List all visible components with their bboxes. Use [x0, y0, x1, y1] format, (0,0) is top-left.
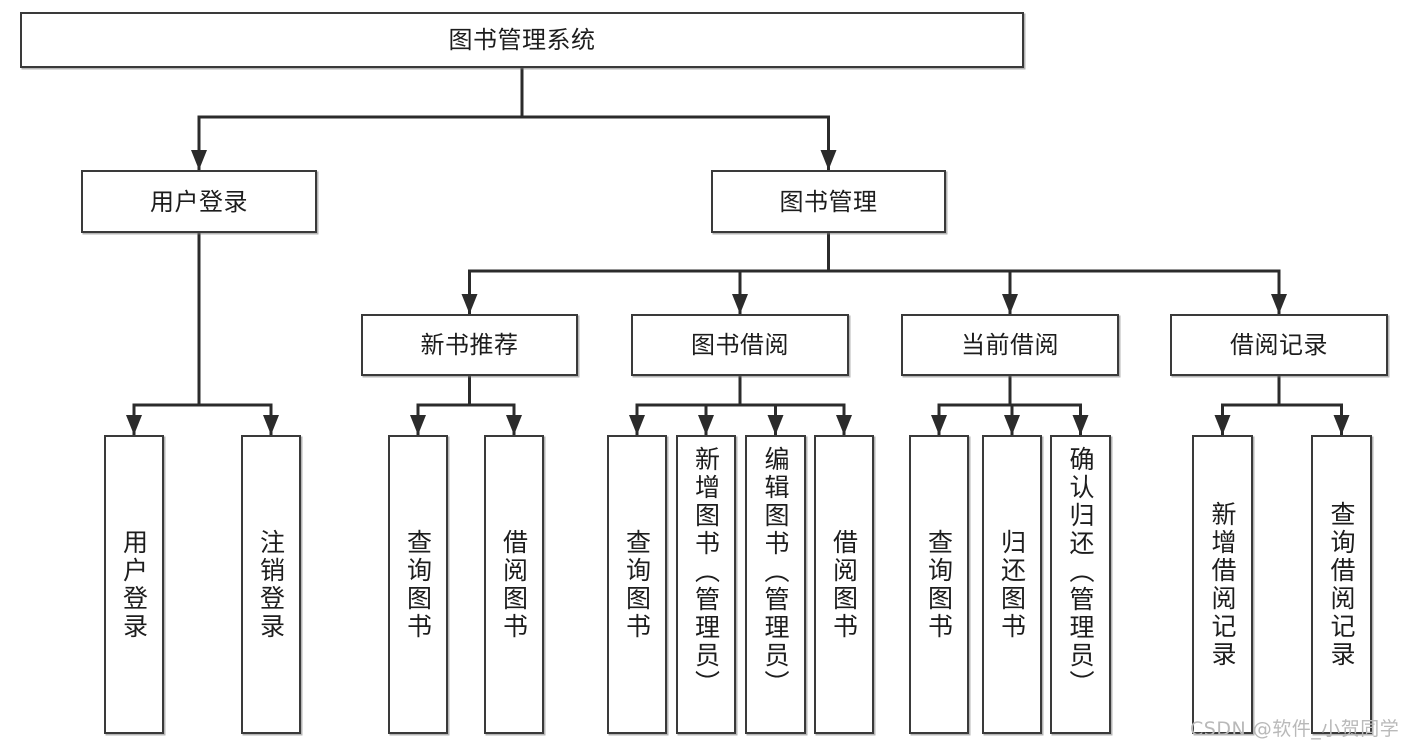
- arrowhead-leaf-return-book: [1004, 415, 1020, 435]
- node-label: 注销登录: [256, 528, 286, 641]
- node-leaf-edit-book[interactable]: 编辑图书（管理员）: [745, 435, 806, 734]
- arrowhead-borrow-record: [1271, 294, 1287, 314]
- node-leaf-query-book-2[interactable]: 查询图书: [607, 435, 667, 734]
- node-label: 编辑图书（管理员）: [761, 446, 790, 698]
- arrowhead-leaf-logout: [263, 415, 279, 435]
- arrowhead-current-borrow: [1002, 294, 1018, 314]
- node-label: 确认归还（管理员）: [1066, 446, 1095, 698]
- arrowhead-leaf-edit-book: [767, 415, 784, 435]
- node-leaf-query-book-1[interactable]: 查询图书: [388, 435, 448, 734]
- node-leaf-add-record[interactable]: 新增借阅记录: [1192, 435, 1253, 734]
- node-label: 查询图书: [622, 528, 652, 641]
- arrowhead-leaf-add-book: [698, 415, 714, 435]
- arrowhead-leaf-query-book-2: [629, 415, 645, 435]
- arrowhead-new-book-rec: [461, 294, 478, 314]
- watermark-text: CSDN @软件_小贺同学: [1190, 718, 1400, 740]
- node-book-borrow[interactable]: 图书借阅: [631, 314, 849, 376]
- arrowhead-leaf-borrow-book-1: [506, 415, 522, 435]
- node-label: 当前借阅: [961, 331, 1059, 359]
- arrowhead-leaf-borrow-book-2: [836, 415, 852, 435]
- node-label: 图书管理: [779, 187, 878, 216]
- node-user-login[interactable]: 用户登录: [81, 170, 317, 233]
- node-label: 图书管理系统: [448, 26, 596, 54]
- arrowhead-book-borrow: [732, 294, 748, 314]
- arrowhead-leaf-user-login: [126, 415, 142, 435]
- node-label: 查询借阅记录: [1327, 500, 1356, 669]
- node-current-borrow[interactable]: 当前借阅: [901, 314, 1119, 376]
- node-leaf-return-book[interactable]: 归还图书: [982, 435, 1042, 734]
- node-leaf-query-record[interactable]: 查询借阅记录: [1311, 435, 1372, 734]
- arrowhead-book-manage: [820, 150, 837, 170]
- node-leaf-add-book[interactable]: 新增图书（管理员）: [676, 435, 736, 734]
- node-label: 新增借阅记录: [1208, 500, 1237, 669]
- node-leaf-query-book-3[interactable]: 查询图书: [909, 435, 969, 734]
- arrowhead-leaf-add-record: [1214, 415, 1231, 435]
- arrowhead-leaf-confirm-return: [1072, 415, 1089, 435]
- arrowhead-leaf-query-book-1: [410, 415, 426, 435]
- node-leaf-borrow-book-2[interactable]: 借阅图书: [814, 435, 874, 734]
- node-label: 新增图书（管理员）: [691, 446, 721, 698]
- node-label: 图书借阅: [691, 331, 789, 359]
- node-label: 借阅图书: [829, 528, 859, 641]
- node-label: 查询图书: [924, 528, 954, 641]
- node-label: 查询图书: [403, 528, 433, 641]
- node-leaf-confirm-return[interactable]: 确认归还（管理员）: [1050, 435, 1111, 734]
- node-leaf-borrow-book-1[interactable]: 借阅图书: [484, 435, 544, 734]
- arrowhead-user-login: [191, 150, 207, 170]
- node-label: 用户登录: [150, 187, 248, 216]
- node-root[interactable]: 图书管理系统: [20, 12, 1024, 68]
- node-label: 借阅图书: [499, 528, 529, 641]
- node-borrow-record[interactable]: 借阅记录: [1170, 314, 1388, 376]
- node-new-book-rec[interactable]: 新书推荐: [361, 314, 578, 376]
- arrowhead-leaf-query-book-3: [931, 415, 947, 435]
- node-label: 归还图书: [997, 528, 1027, 641]
- node-label: 借阅记录: [1230, 331, 1328, 359]
- node-label: 新书推荐: [420, 331, 519, 359]
- node-book-manage[interactable]: 图书管理: [711, 170, 946, 233]
- node-label: 用户登录: [119, 528, 149, 641]
- arrowhead-leaf-query-record: [1333, 415, 1350, 435]
- node-leaf-logout[interactable]: 注销登录: [241, 435, 301, 734]
- node-leaf-user-login[interactable]: 用户登录: [104, 435, 164, 734]
